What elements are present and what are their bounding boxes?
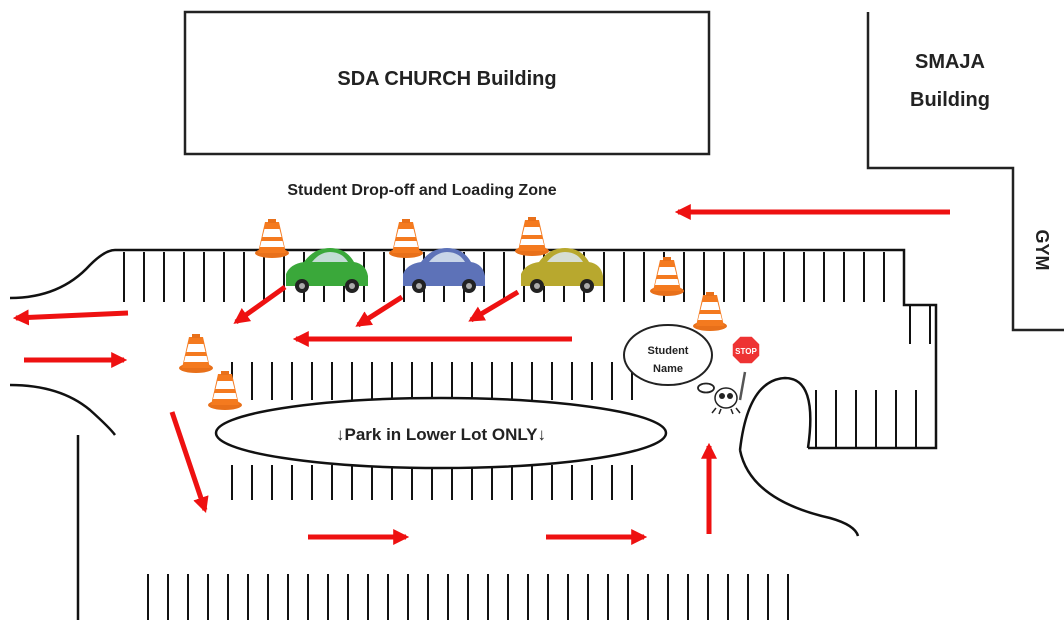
cone-icon (255, 219, 289, 258)
arrow-from-yellow-car (468, 289, 520, 323)
church-building (183, 10, 711, 156)
cone-icon (515, 217, 549, 256)
bubble-name-label: Name (653, 363, 683, 375)
student-figure-icon (711, 387, 741, 415)
arrow-from-blue-car (355, 294, 404, 328)
traffic-arrows (12, 203, 950, 546)
stop-sign-icon: STOP (731, 335, 761, 401)
arrow-exit-left (12, 309, 129, 326)
lot-outline (9, 248, 938, 620)
cone-icon (650, 257, 684, 296)
arrow-down-left (169, 411, 209, 514)
smaja-label-line1: SMAJA (915, 51, 985, 73)
arrow-from-green-car (233, 284, 287, 325)
car-icon-green (286, 248, 368, 293)
park-lower-lot-label: ↓Park in Lower Lot ONLY↓ (336, 425, 546, 444)
cone-icon (693, 292, 727, 331)
cone-icon (208, 371, 242, 410)
stop-sign-label: STOP (735, 347, 757, 356)
church-label: SDA CHURCH Building (337, 68, 556, 90)
lower-lot-island (214, 396, 668, 470)
cone-icon (179, 334, 213, 373)
smaja-label-line2: Building (910, 89, 990, 111)
drop-off-zone-label: Student Drop-off and Loading Zone (287, 182, 556, 199)
cone-icon (389, 219, 423, 258)
student-name-bubble: Student Name (623, 324, 715, 394)
gym-label: GYM (1032, 229, 1052, 270)
smaja-building (866, 12, 1064, 332)
bubble-student-label: Student (648, 345, 689, 357)
